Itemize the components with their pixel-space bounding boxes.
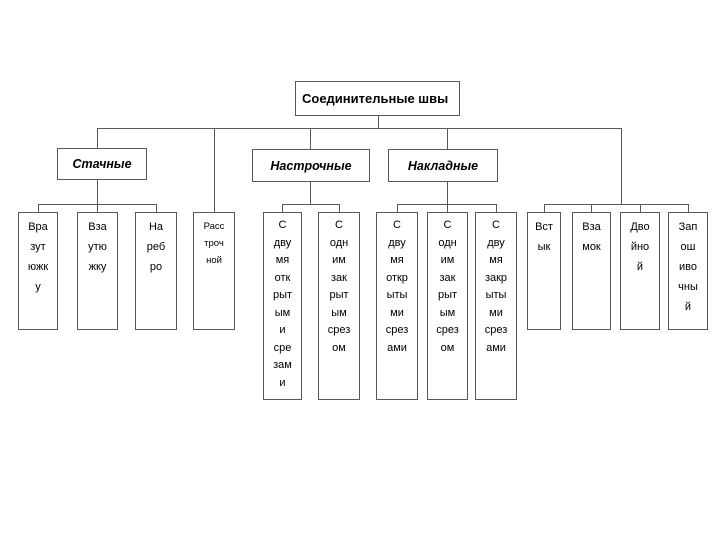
leaf-dvoynoy: Дво йно й <box>620 212 660 330</box>
connector-line <box>378 116 379 128</box>
connector-line <box>214 128 215 212</box>
connector-line <box>447 182 448 204</box>
connector-line <box>688 204 689 212</box>
connector-line <box>97 204 98 212</box>
connector-line <box>447 128 448 149</box>
connector-line <box>310 128 311 149</box>
leaf-rasstrochnoy: Расс троч ной <box>193 212 235 330</box>
category-nakladnye: Накладные <box>388 149 498 182</box>
connector-line <box>544 204 689 205</box>
leaf-nastrochnye-two-open: С дву мя отк рыт ым и сре зам и <box>263 212 302 400</box>
connector-line <box>591 204 592 212</box>
leaf-nakladnye-one-closed: С одн им зак рыт ым срез ом <box>427 212 468 400</box>
connector-line <box>38 204 39 212</box>
connector-line <box>97 128 622 129</box>
leaf-zaposhivochny: Зап ош иво чны й <box>668 212 708 330</box>
leaf-na-rebro: На реб ро <box>135 212 177 330</box>
connector-line <box>97 180 98 204</box>
connector-line <box>310 182 311 204</box>
connector-line <box>621 128 622 204</box>
leaf-nakladnye-two-closed: С дву мя закр ыты ми срез ами <box>475 212 517 400</box>
leaf-vrazutyuzhku: Вра зут южк у <box>18 212 58 330</box>
connector-line <box>496 204 497 212</box>
root-title: Соединительные швы <box>295 81 460 116</box>
leaf-nastrochnye-one-closed: С одн им зак рыт ым срез ом <box>318 212 360 400</box>
category-nastrochnye: Настрочные <box>252 149 370 182</box>
connector-line <box>282 204 340 205</box>
connector-line <box>640 204 641 212</box>
connector-line <box>447 204 448 212</box>
connector-line <box>544 204 545 212</box>
connector-line <box>156 204 157 212</box>
connector-line <box>397 204 398 212</box>
connector-line <box>339 204 340 212</box>
connector-line <box>97 128 98 148</box>
leaf-nakladnye-two-open: С дву мя откр ыты ми срез ами <box>376 212 418 400</box>
leaf-vstyk: Вст ык <box>527 212 561 330</box>
category-stachnye: Стачные <box>57 148 147 180</box>
leaf-vzautyuzhku: Вза утю жку <box>77 212 118 330</box>
leaf-vzamok: Вза мок <box>572 212 611 330</box>
connector-line <box>282 204 283 212</box>
